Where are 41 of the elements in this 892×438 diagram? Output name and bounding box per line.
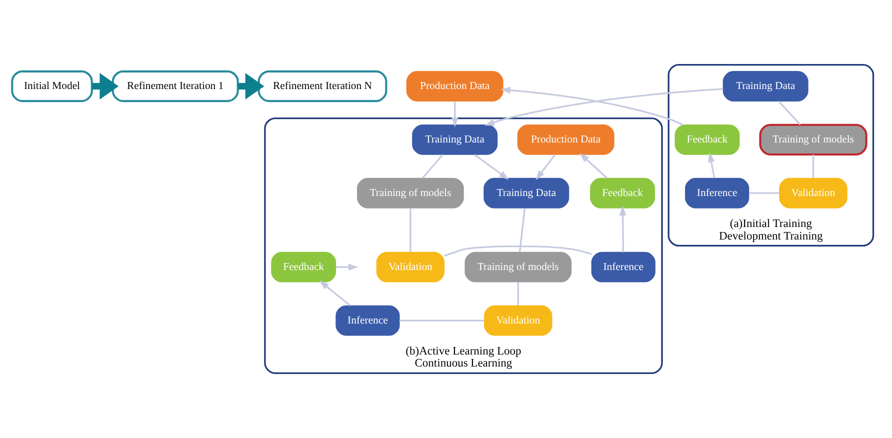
connector	[778, 100, 801, 126]
node-box: Training of models	[759, 124, 868, 156]
connector	[517, 282, 519, 306]
node-box: Production Data	[517, 124, 614, 155]
connector	[812, 154, 814, 178]
node-box: Initial Model	[11, 70, 93, 102]
node-box: Training Data	[484, 178, 570, 208]
node-box: Feedback	[590, 178, 655, 208]
node-box: Validation	[376, 252, 445, 282]
node-box: Training of models	[357, 178, 464, 208]
arrow	[484, 88, 724, 126]
arrow	[92, 73, 119, 100]
arrow	[474, 154, 509, 180]
connector	[444, 245, 592, 257]
node-box: Validation	[484, 305, 552, 336]
connector	[399, 320, 484, 322]
arrow	[619, 206, 626, 252]
arrow	[336, 264, 358, 271]
connector	[410, 208, 412, 252]
arrow	[319, 280, 351, 306]
arrow	[451, 101, 458, 128]
node-box: Feedback	[674, 124, 740, 155]
node-box: Refinement Iteration 1	[112, 70, 239, 102]
node-box: Validation	[779, 178, 848, 208]
node-box: Refinement Iteration N	[258, 70, 388, 102]
node-box: Inference	[336, 305, 400, 336]
arrow	[579, 152, 608, 179]
node-box: Training Data	[412, 124, 498, 155]
arrow	[500, 86, 684, 126]
node-box: Inference	[685, 178, 750, 208]
connector	[422, 154, 444, 179]
arrow	[708, 152, 716, 178]
node-box: Training of models	[464, 252, 572, 282]
node-box: Feedback	[271, 252, 336, 282]
node-box: Production Data	[406, 71, 504, 102]
node-box: Inference	[591, 252, 656, 282]
node-box: Training Data	[722, 71, 808, 102]
arrow	[536, 154, 556, 180]
connector	[518, 208, 526, 252]
connector	[749, 192, 780, 194]
arrow	[238, 73, 264, 100]
